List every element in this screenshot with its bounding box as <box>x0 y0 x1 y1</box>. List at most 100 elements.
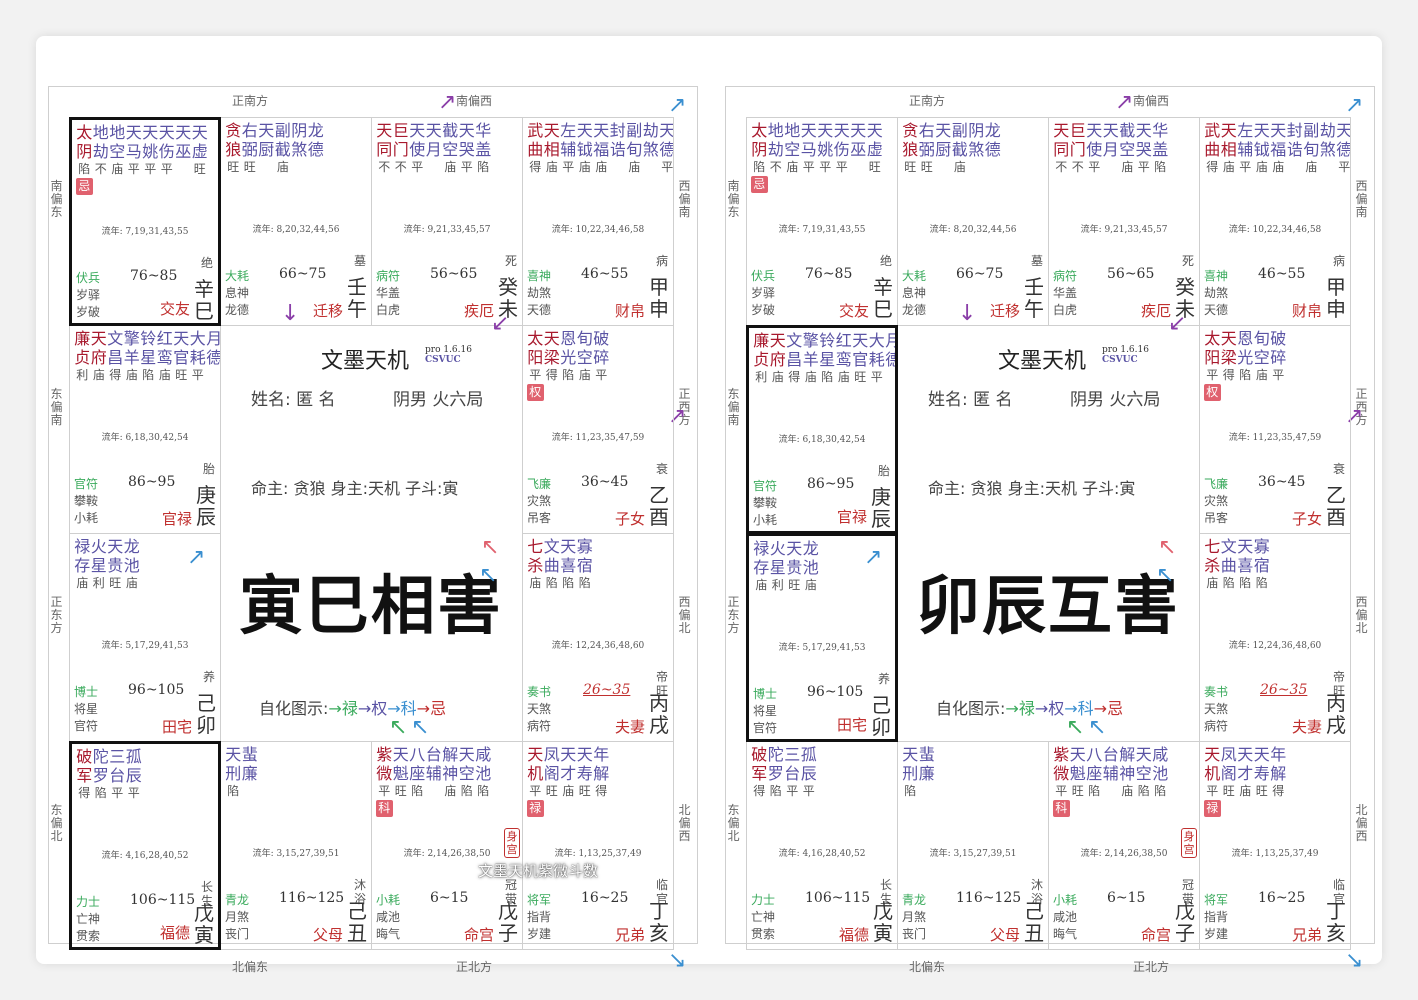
palace-cell-酉[interactable]: 太 阳 平权 天 梁 得 恩 光 陷 旬 空 庙 破 碎 平 流年: 11,23… <box>1199 325 1351 534</box>
star-column: 天 姚 平 <box>817 121 834 193</box>
life-stage: 养 <box>202 670 216 684</box>
palace-cell-寅[interactable]: 破 军 得 陀 罗 陷 三 台 平 孤 辰 平 流年: 4,16,28,40,5… <box>746 741 898 950</box>
star-char: 天 <box>935 121 952 140</box>
star-char: 鸾 <box>156 348 173 367</box>
palace-cell-辰[interactable]: 廉 贞 利 天 府 庙 文 昌 得 擎 羊 庙 铃 星 陷 红 鸾 庙 天 官 … <box>746 325 898 534</box>
palace-cell-子[interactable]: 紫 微 平科 天 魁 旺 八 座 陷 台 辅 解 神 庙 天 空 陷 咸 池 陷… <box>371 741 523 950</box>
star-char: 阁 <box>543 764 560 783</box>
palace-cell-卯[interactable]: 禄 存 庙 火 星 利 天 贵 旺 龙 池 庙 流年: 5,17,29,41,5… <box>746 533 898 742</box>
life-stage: 墓 <box>353 254 367 268</box>
star-char: 恩 <box>1237 329 1254 348</box>
star-char: 龙 <box>307 121 324 140</box>
stem-branch: 丙戌 <box>1326 691 1346 737</box>
palace-cell-戌[interactable]: 七 杀 庙 文 曲 陷 天 喜 陷 寡 宿 陷 流年: 12,24,36,48,… <box>522 533 674 742</box>
palace-cell-寅[interactable]: 破 军 得 陀 罗 陷 三 台 平 孤 辰 平 流年: 4,16,28,40,5… <box>69 741 221 950</box>
star-char: 龙 <box>802 539 819 558</box>
star-char: 盖 <box>1152 140 1169 159</box>
palace-cell-卯[interactable]: 禄 存 庙 火 星 利 天 贵 旺 龙 池 庙 流年: 5,17,29,41,5… <box>69 533 221 742</box>
star-char: 旬 <box>626 140 643 159</box>
star-brightness: 庙 <box>578 368 591 382</box>
god-name: 病符 <box>527 719 552 733</box>
god-name: 劫煞 <box>1204 286 1229 300</box>
palace-cell-亥[interactable]: 天 机 平禄 凤 阁 旺 天 才 庙 天 寿 旺 年 解 得 流年: 1,13,… <box>522 741 674 950</box>
god-name: 病符 <box>1204 719 1229 733</box>
star-brightness: 平 <box>191 368 204 382</box>
god-name: 息神 <box>225 286 250 300</box>
liunian-line: 流年: 3,15,27,39,51 <box>252 849 340 859</box>
palace-cell-未[interactable]: 天 同 不 巨 门 不 天 使 平 天 月 截 空 庙 天 哭 平 华 盖 陷 … <box>371 117 523 326</box>
star-char: 孤 <box>125 747 142 766</box>
palace-cell-子[interactable]: 紫 微 平科 天 魁 旺 八 座 陷 台 辅 解 神 庙 天 空 陷 咸 池 陷… <box>1048 741 1200 950</box>
palace-name: 财帛 <box>1291 302 1322 320</box>
palace-cell-申[interactable]: 武 曲 得 天 相 庙 左 辅 平 天 钺 庙 天 福 庙 封 诰 副 旬 庙 … <box>1199 117 1351 326</box>
star-char: 天 <box>90 329 107 348</box>
life-stage: 病 <box>1332 254 1346 268</box>
palace-cell-丑[interactable]: 天 刑 陷 蜚 廉 流年: 3,15,27,39,51 青龙月煞丧门 116~1… <box>897 741 1049 950</box>
age-range: 26~35 <box>583 682 631 698</box>
star-char: 天 <box>560 745 577 764</box>
direction-right: 北偏西 <box>1355 803 1368 843</box>
life-stage-char: 衰 <box>1332 462 1345 476</box>
age-range: 46~55 <box>1258 266 1306 282</box>
stem-branch: 甲申 <box>649 275 669 321</box>
star-char: 同 <box>1053 140 1070 159</box>
stem-branch: 庚辰 <box>196 483 216 529</box>
palace-cell-亥[interactable]: 天 机 平禄 凤 阁 旺 天 才 庙 天 寿 旺 年 解 得 流年: 1,13,… <box>1199 741 1351 950</box>
palace-cell-酉[interactable]: 太 阳 平权 天 梁 得 恩 光 陷 旬 空 庙 破 碎 平 流年: 11,23… <box>522 325 674 534</box>
star-char: 天 <box>258 121 275 140</box>
palace-cell-辰[interactable]: 廉 贞 利 天 府 庙 文 昌 得 擎 羊 庙 铃 星 陷 红 鸾 庙 天 官 … <box>69 325 221 534</box>
palace-grid: 太 阴 陷忌 地 劫 不 地 空 庙 天 马 平 天 姚 平 天 伤 平 天 巫… <box>746 117 1351 950</box>
star-char: 天 <box>1135 121 1152 140</box>
stem-branch: 甲申 <box>1326 275 1346 321</box>
palace-cell-午[interactable]: 贪 狼 旺 右 弼 旺 天 厨 副 截 庙 阴 煞 龙 德 流年: 8,20,3… <box>897 117 1049 326</box>
god-name: 岁破 <box>751 303 776 317</box>
life-stage-char: 生 <box>879 892 892 906</box>
palace-cell-午[interactable]: 贪 狼 旺 右 弼 旺 天 厨 副 截 庙 阴 煞 龙 德 流年: 8,20,3… <box>220 117 372 326</box>
god-list: 官符攀鞍小耗 <box>74 476 98 527</box>
star-column: 天 机 平禄 <box>1203 745 1221 817</box>
star-column: 凤 阁 旺 <box>1221 745 1238 817</box>
palace-name: 夫妻 <box>614 718 645 736</box>
app-title: 文墨天机 <box>321 349 410 374</box>
star-column: 贪 狼 旺 <box>902 121 919 175</box>
god-name: 青龙 <box>225 893 250 907</box>
star-char: 存 <box>74 556 91 575</box>
star-char: 台 <box>109 766 126 785</box>
star-brightness: 庙 <box>578 160 591 174</box>
star-brightness: 庙 <box>804 370 817 384</box>
star-column: 旬 空 庙 <box>1254 329 1271 401</box>
palace-cell-未[interactable]: 天 同 不 巨 门 不 天 使 平 天 月 截 空 庙 天 哭 平 华 盖 陷 … <box>1048 117 1200 326</box>
palace-cell-丑[interactable]: 天 刑 陷 蜚 廉 流年: 3,15,27,39,51 青龙月煞丧门 116~1… <box>220 741 372 950</box>
star-char: 使 <box>409 140 426 159</box>
star-char: 廉 <box>74 329 91 348</box>
star-char: 右 <box>918 121 935 140</box>
palace-cell-戌[interactable]: 七 杀 庙 文 曲 陷 天 喜 陷 寡 宿 陷 流年: 12,24,36,48,… <box>1199 533 1351 742</box>
gender-line: 阴男 火六局 <box>1070 390 1161 410</box>
god-list: 伏兵岁驿岁破 <box>751 268 775 319</box>
god-name: 天德 <box>527 303 552 317</box>
star-char: 副 <box>626 121 643 140</box>
palace-cell-巳[interactable]: 太 阴 陷忌 地 劫 不 地 空 庙 天 马 平 天 姚 平 天 伤 平 天 巫… <box>69 117 221 326</box>
star-brightness: 陷 <box>1222 576 1235 590</box>
star-column: 天 贵 旺 <box>786 539 803 593</box>
palace-cell-巳[interactable]: 太 阴 陷忌 地 劫 不 地 空 庙 天 马 平 天 姚 平 天 伤 平 天 巫… <box>746 117 898 326</box>
god-name: 病符 <box>1053 269 1078 283</box>
god-name: 天煞 <box>1204 702 1229 716</box>
star-brightness: 庙 <box>1222 160 1235 174</box>
palace-cell-申[interactable]: 武 曲 得 天 相 庙 左 辅 平 天 钺 庙 天 福 庙 封 诰 副 旬 庙 … <box>522 117 674 326</box>
star-brightness: 利 <box>755 370 768 384</box>
god-name: 晦气 <box>376 927 401 941</box>
star-column: 蜚 廉 <box>919 745 936 799</box>
star-brightness: 平 <box>460 160 473 174</box>
star-char: 姚 <box>142 142 159 161</box>
palace-name: 子女 <box>1291 510 1322 528</box>
star-column: 文 曲 陷 <box>1221 537 1238 591</box>
arrow-icon: ↖ <box>1088 715 1107 740</box>
god-name: 将军 <box>1204 893 1229 907</box>
star-char: 天 <box>1220 121 1237 140</box>
star-char: 德 <box>1336 140 1351 159</box>
stem-branch: 丁亥 <box>1326 899 1346 945</box>
star-list: 太 阴 陷忌 地 劫 不 地 空 庙 天 马 平 天 姚 平 天 伤 平 天 巫… <box>75 123 208 195</box>
star-column: 火 星 利 <box>770 539 787 593</box>
star-char: 寡 <box>1253 537 1270 556</box>
